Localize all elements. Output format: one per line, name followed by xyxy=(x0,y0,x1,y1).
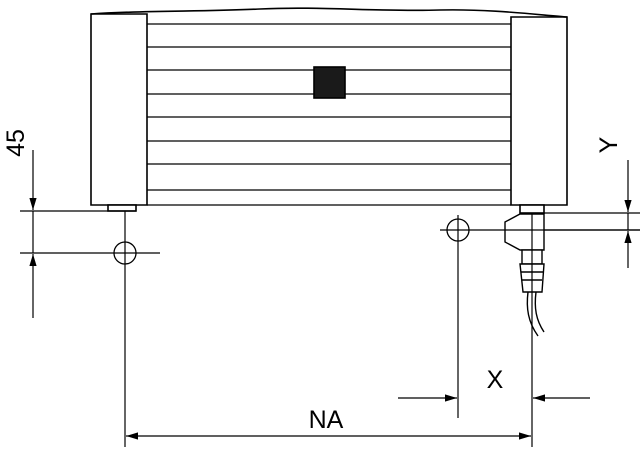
valve-body xyxy=(504,213,545,251)
dimension-lines xyxy=(29,150,632,440)
na-label: NA xyxy=(309,406,344,434)
right-bottom-connector xyxy=(519,204,545,214)
heating-element xyxy=(504,213,545,337)
top-break-line xyxy=(90,7,568,18)
y-label: Y xyxy=(595,136,623,153)
left-header xyxy=(90,13,148,206)
left-bottom-plug xyxy=(107,204,137,212)
power-cable xyxy=(526,291,545,337)
connection-points xyxy=(20,218,640,265)
radiator xyxy=(90,7,568,214)
dim-45-label: 45 xyxy=(2,129,30,157)
right-header xyxy=(510,16,568,206)
brand-emblem xyxy=(313,66,346,99)
extension-lines xyxy=(20,210,640,447)
x-label: X xyxy=(487,366,504,394)
tubes xyxy=(147,23,511,206)
